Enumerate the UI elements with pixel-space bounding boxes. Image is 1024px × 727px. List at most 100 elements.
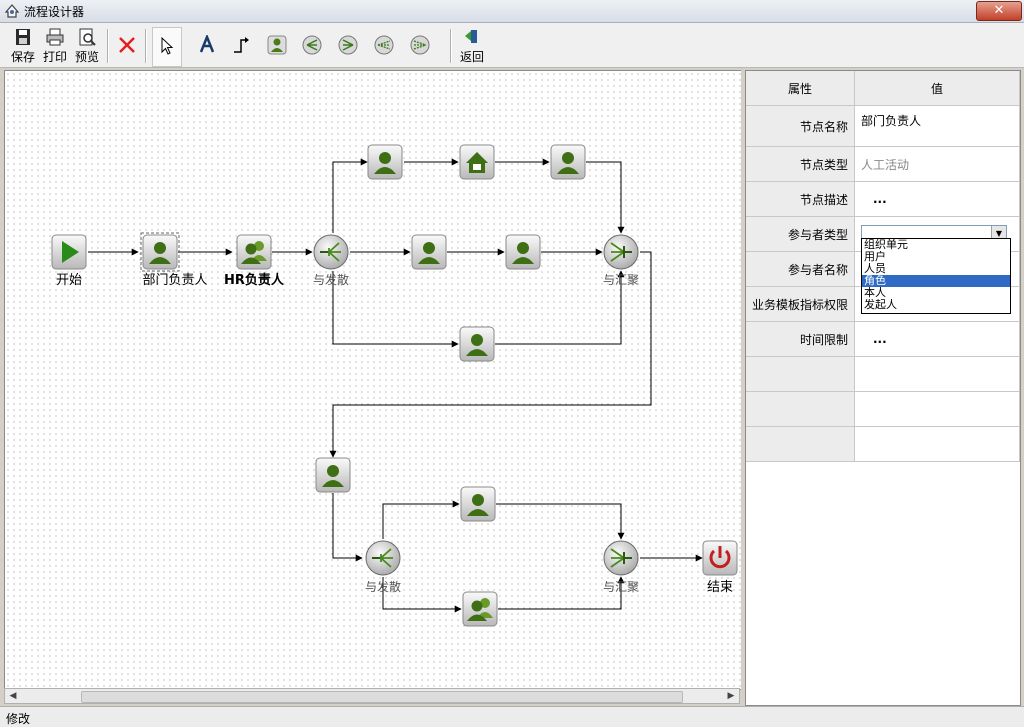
property-row: 时间限制 ... [746, 321, 1020, 357]
empty-cell [854, 391, 1020, 427]
dropdown-option[interactable]: 人员 [864, 263, 886, 275]
status-bar: 修改 [0, 706, 1024, 727]
and-split-icon [313, 234, 349, 270]
start-node[interactable] [51, 234, 87, 270]
dropdown-option[interactable]: 本人 [864, 287, 886, 299]
flow-edge[interactable] [498, 576, 625, 610]
property-key: 节点类型 [746, 146, 855, 182]
user-icon [460, 486, 496, 522]
user-icon [367, 144, 403, 180]
text-tool-button[interactable] [194, 27, 220, 65]
empty-row [746, 426, 1020, 462]
time-limit-ellipsis-button[interactable]: ... [854, 321, 1020, 357]
activity-node[interactable] [315, 457, 351, 493]
activity-node[interactable] [460, 486, 496, 522]
property-key: 时间限制 [746, 321, 855, 357]
delete-icon [119, 37, 135, 53]
play-icon [62, 241, 79, 263]
and-split-icon [365, 540, 401, 576]
save-label: 保存 [10, 50, 35, 64]
and-join-tool-button[interactable] [334, 27, 362, 65]
close-button[interactable]: ✕ [976, 1, 1022, 21]
flow-edge[interactable] [382, 577, 462, 613]
status-text: 修改 [6, 712, 31, 726]
or-join-tool-button[interactable] [406, 27, 434, 65]
empty-cell [854, 356, 1020, 392]
flow-edge[interactable] [332, 493, 363, 562]
flow-edge[interactable] [496, 503, 625, 540]
save-button[interactable]: 保存 [8, 27, 38, 65]
and-split-node[interactable] [313, 234, 349, 270]
toolbar-separator [145, 29, 147, 63]
scroll-thumb[interactable] [81, 691, 683, 703]
activity-node[interactable] [459, 144, 495, 180]
close-icon: ✕ [993, 3, 1005, 18]
flow-edge[interactable] [332, 271, 459, 348]
activity-node[interactable] [411, 234, 447, 270]
property-key: 节点描述 [746, 181, 855, 217]
print-button[interactable]: 打印 [40, 27, 70, 65]
or-split-tool-button[interactable] [370, 27, 398, 65]
activity-node[interactable] [462, 591, 498, 627]
home-icon [459, 144, 495, 180]
start-label: 开始 [56, 273, 82, 288]
activity-node[interactable] [505, 234, 541, 270]
flow-edge[interactable] [586, 161, 625, 234]
dropdown-option[interactable]: 发起人 [864, 299, 897, 311]
panel-splitter[interactable] [741, 70, 745, 706]
select-tool-button[interactable] [152, 27, 182, 67]
and-join-node[interactable] [603, 540, 639, 576]
dept-head-node[interactable] [140, 232, 180, 272]
empty-cell [746, 426, 855, 462]
activity-node[interactable] [459, 326, 495, 362]
property-key: 业务模板指标权限 [746, 286, 855, 322]
manual-activity-tool-button[interactable] [264, 27, 290, 65]
connector-tool-button[interactable] [228, 27, 254, 65]
window-title: 流程设计器 [24, 5, 85, 19]
scroll-right-icon[interactable]: ▶ [727, 691, 735, 701]
node-name-field[interactable]: 部门负责人 [854, 105, 1020, 147]
app-icon [4, 4, 20, 18]
dropdown-option[interactable]: 角色 [862, 275, 1010, 287]
flow-canvas[interactable]: 开始 部门负责人 HR负责人 与发散 与汇聚 与发散 与汇聚 [4, 70, 742, 690]
printer-icon [46, 28, 64, 46]
dept-head-label: 部门负责人 [142, 273, 207, 288]
flow-edge[interactable] [332, 158, 368, 233]
print-label: 打印 [42, 50, 67, 64]
dropdown-option[interactable]: 组织单元 [864, 239, 908, 251]
pointer-icon [161, 36, 174, 55]
property-row: 节点名称 部门负责人 [746, 105, 1020, 147]
scroll-left-icon[interactable]: ◀ [9, 691, 17, 701]
preview-label: 预览 [74, 50, 99, 64]
users-icon [236, 234, 272, 270]
activity-node[interactable] [367, 144, 403, 180]
header-value: 值 [854, 71, 1020, 106]
delete-button[interactable] [114, 27, 140, 65]
and-join-icon [603, 234, 639, 270]
empty-cell [746, 356, 855, 392]
hr-head-node[interactable] [236, 234, 272, 270]
activity-node[interactable] [550, 144, 586, 180]
or-join-icon [410, 35, 430, 55]
horizontal-scrollbar[interactable]: ◀ ▶ [4, 688, 740, 704]
empty-row [746, 391, 1020, 427]
flow-edge[interactable] [495, 270, 625, 345]
text-icon [199, 35, 215, 53]
empty-cell [746, 391, 855, 427]
and-split-tool-button[interactable] [298, 27, 326, 65]
and-join-label: 与汇聚 [603, 273, 639, 287]
user-icon [315, 457, 351, 493]
back-button[interactable]: 返回 [456, 27, 488, 65]
node-description-ellipsis-button[interactable]: ... [854, 181, 1020, 217]
flow-edge[interactable] [329, 251, 652, 458]
participant-type-dropdown-list[interactable]: 组织单元用户人员角色本人发起人 [861, 238, 1011, 314]
dropdown-option[interactable]: 用户 [864, 251, 886, 263]
toolbar-separator [107, 29, 109, 63]
flow-edge[interactable] [382, 500, 460, 539]
and-split-label: 与发散 [365, 579, 401, 594]
preview-button[interactable]: 预览 [72, 27, 102, 65]
and-split-node[interactable] [365, 540, 401, 576]
property-key: 参与者类型 [746, 216, 855, 252]
end-node[interactable] [702, 540, 738, 576]
and-join-node[interactable] [603, 234, 639, 270]
